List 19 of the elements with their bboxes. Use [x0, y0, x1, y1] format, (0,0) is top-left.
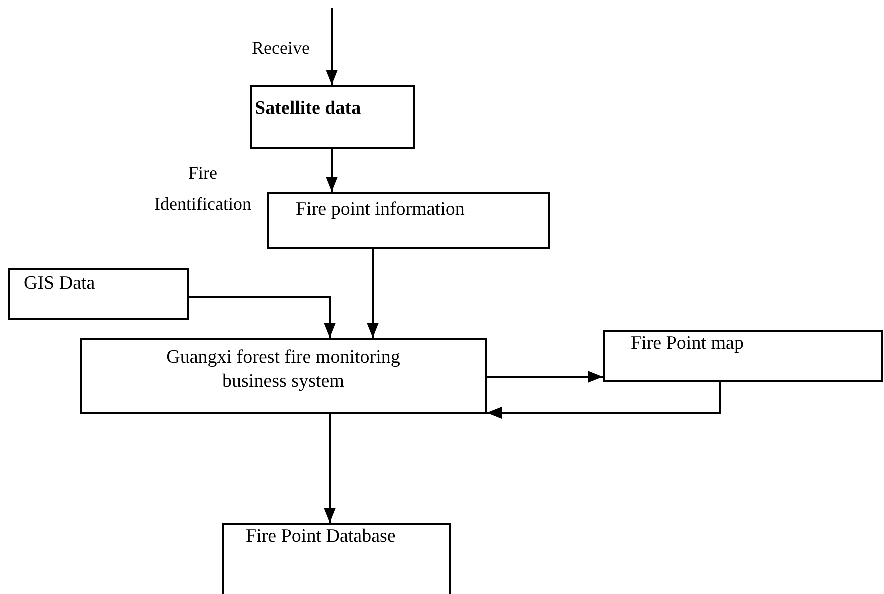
- process-box: [8, 268, 189, 320]
- arrow: [487, 371, 603, 383]
- arrow: [324, 414, 336, 523]
- box-label: Fire Point Database: [246, 525, 396, 549]
- box-label: Guangxi forest fire monitoring business system: [166, 346, 402, 394]
- arrow: [189, 296, 336, 338]
- process-box: [80, 338, 487, 414]
- box-label: GIS Data: [24, 272, 96, 296]
- arrow: [487, 382, 721, 419]
- arrow: [326, 149, 338, 192]
- box-label: Fire Point map: [631, 332, 744, 356]
- box-label: Satellite data: [255, 97, 362, 121]
- process-box: [222, 523, 451, 594]
- process-box: [603, 330, 883, 382]
- arrow: [326, 8, 338, 85]
- process-box: [267, 192, 550, 249]
- box-label: Fire point information: [296, 198, 465, 222]
- arrow: [367, 249, 379, 338]
- process-box: [250, 85, 415, 149]
